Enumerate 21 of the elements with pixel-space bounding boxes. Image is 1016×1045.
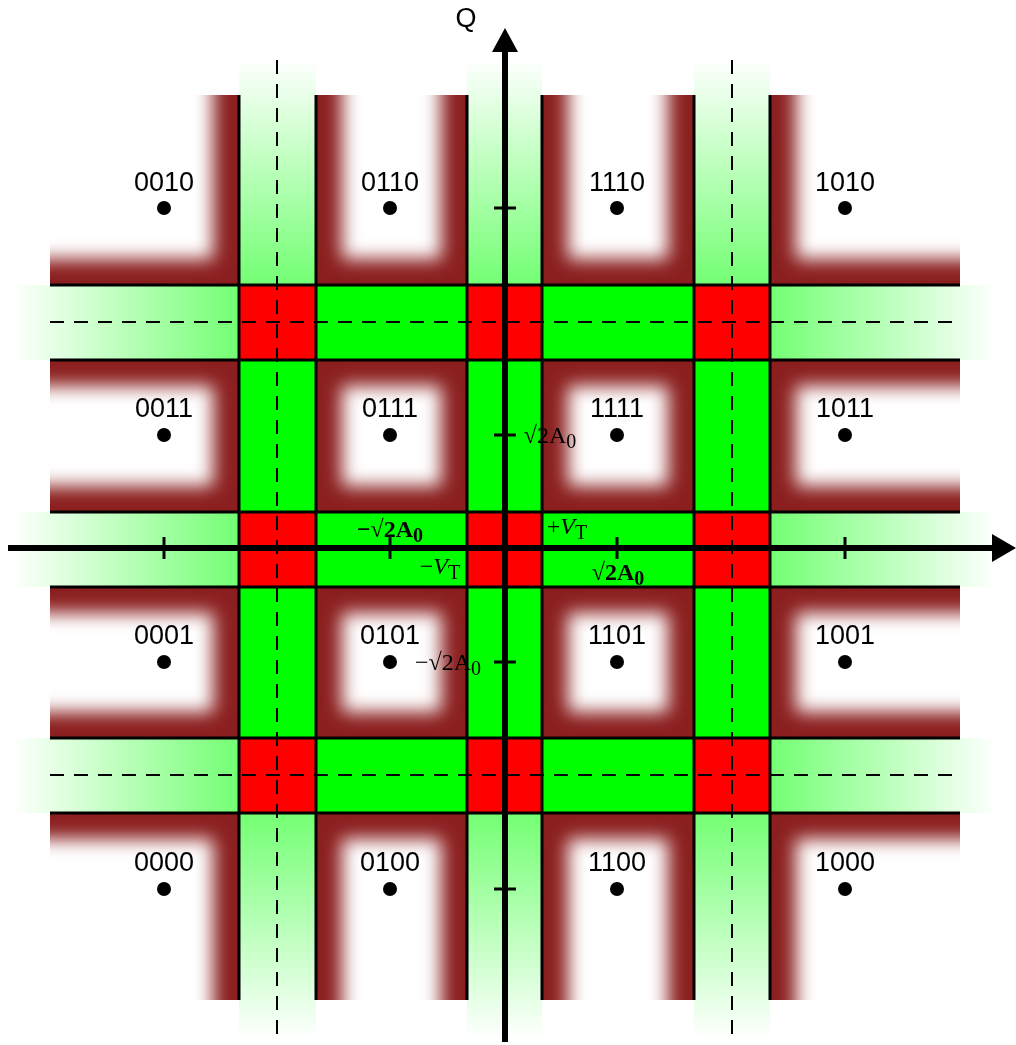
bit-label: 1111	[589, 394, 645, 422]
tick-label: −√2A$_{0}$	[356, 516, 424, 546]
bit-label: 1010	[814, 168, 876, 196]
bit-label: 0101	[359, 621, 421, 649]
bit-label: 0000	[133, 848, 195, 876]
bit-label: 0011	[134, 394, 194, 422]
bit-label: 0010	[133, 168, 195, 196]
bit-label: 0110	[360, 168, 420, 196]
bit-label: 1001	[814, 621, 876, 649]
bit-label: 1011	[815, 394, 875, 422]
bit-label: 0100	[359, 848, 421, 876]
bit-label: 0111	[361, 394, 419, 422]
tick-label: √2A$_{0}$	[591, 559, 645, 589]
bit-label: 1101	[587, 621, 647, 649]
axis-label: Q	[455, 4, 477, 32]
bit-label: 1100	[587, 848, 647, 876]
bit-label: 1000	[814, 848, 876, 876]
threshold-label: +V$_{T}$	[546, 513, 588, 543]
bit-label: 0001	[133, 621, 195, 649]
threshold-label: −V$_{T}$	[419, 553, 461, 583]
bit-label: 1110	[588, 168, 646, 196]
